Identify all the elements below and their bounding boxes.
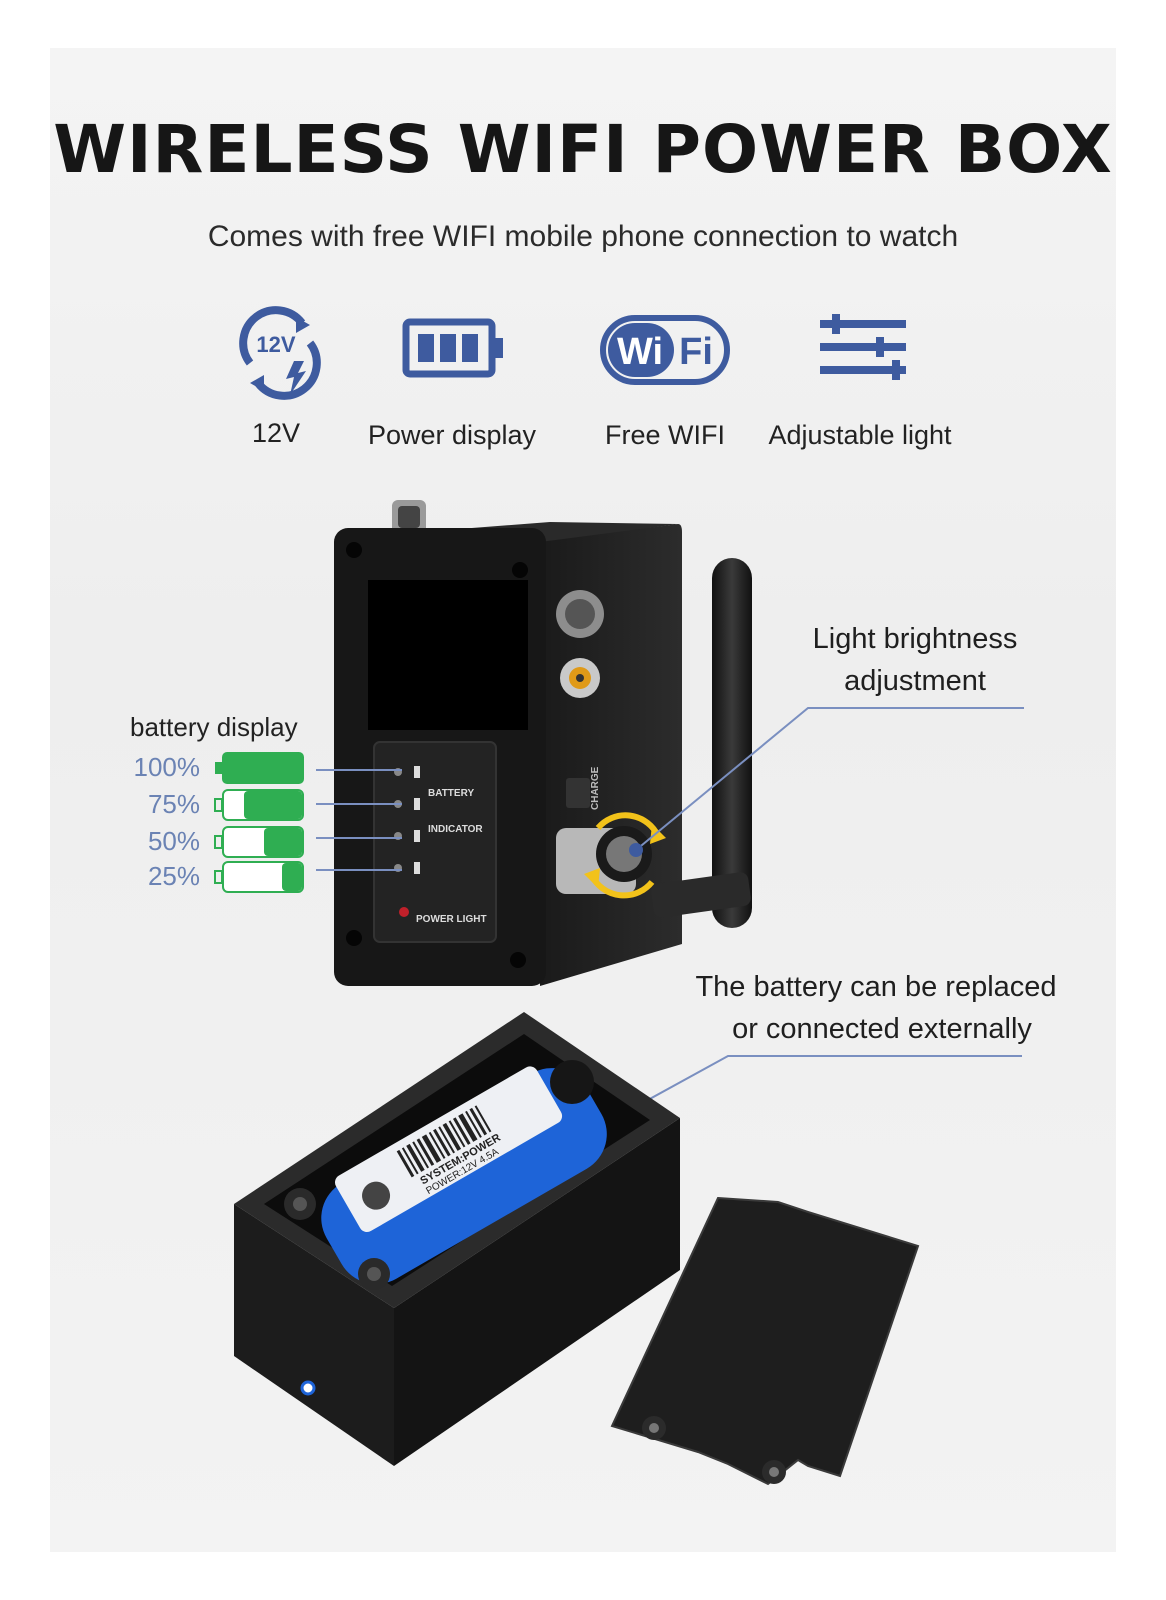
feature-label-free-wifi: Free WIFI <box>605 420 725 450</box>
callout-battery-line2: or connected externally <box>732 1013 1032 1045</box>
callout-light-line2: adjustment <box>844 665 986 697</box>
wifi-icon-text-left: Wi <box>617 331 663 373</box>
battery-compartment-lid <box>608 1194 928 1494</box>
voltage-icon-text: 12V <box>256 332 295 357</box>
callout-battery-line1: The battery can be replaced <box>695 971 1057 1003</box>
battery-percent-75: 75% <box>147 789 200 819</box>
battery-percent-25: 25% <box>147 861 200 891</box>
battery-75-icon <box>214 789 304 821</box>
callout-battery-replace: The battery can be replaced or connected… <box>680 966 1072 1050</box>
battery-legend-lines <box>316 769 402 871</box>
page-title: WIRELESS WIFI POWER BOX <box>53 111 1113 188</box>
power-box-device: BATTERY INDICATOR POWER LIGHT CHARGE <box>330 498 770 998</box>
battery-display-title: battery display <box>130 712 298 742</box>
sliders-icon <box>818 312 908 382</box>
battery-compartment-box: SYSTEM:POWER POWER:12V 4.5A <box>224 1008 694 1468</box>
callout-light-brightness: Light brightness adjustment <box>784 618 1046 702</box>
callout-light-line1: Light brightness <box>812 623 1018 655</box>
battery-level-icon <box>402 316 506 380</box>
battery-100-icon <box>215 752 304 784</box>
battery-percent-100: 100% <box>133 752 201 782</box>
voltage-12v-icon: 12V <box>232 305 328 401</box>
panel-text-battery: BATTERY <box>428 788 474 799</box>
panel-text-power-light: POWER LIGHT <box>416 914 487 925</box>
wifi-logo-icon: Wi Fi <box>600 308 730 392</box>
battery-25-icon <box>214 861 304 893</box>
panel-text-indicator: INDICATOR <box>428 824 483 835</box>
callout-line-light <box>629 707 1024 857</box>
feature-label-12v: 12V <box>251 418 301 448</box>
page-subtitle: Comes with free WIFI mobile phone connec… <box>207 220 959 253</box>
wifi-icon-text-right: Fi <box>679 331 713 373</box>
battery-50-icon <box>214 826 304 858</box>
feature-label-power-display: Power display <box>367 420 537 450</box>
battery-percent-50: 50% <box>147 826 200 856</box>
feature-label-adjustable-light: Adjustable light <box>768 420 952 450</box>
side-text-charge: CHARGE <box>590 766 601 810</box>
